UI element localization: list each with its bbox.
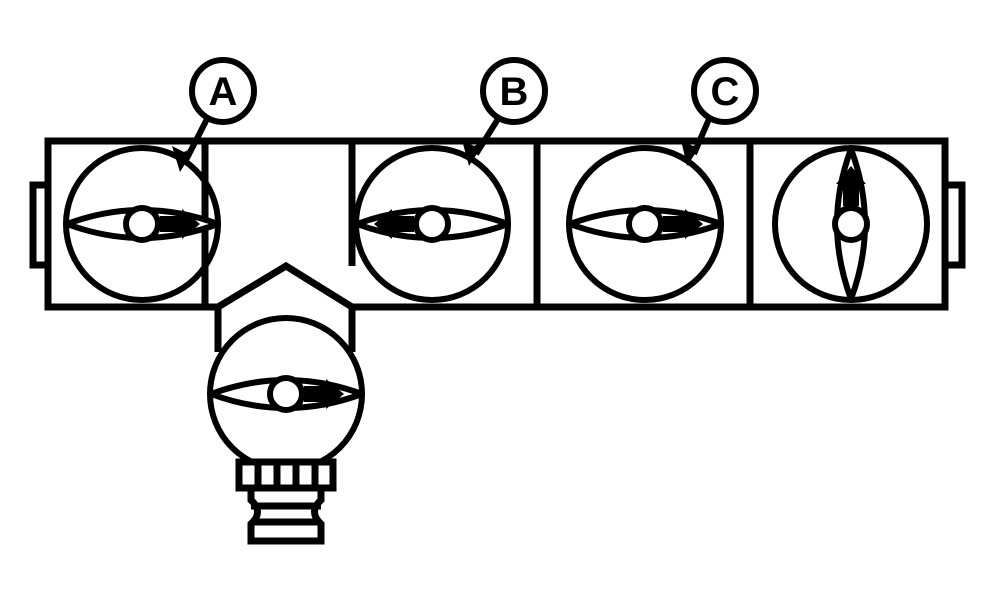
valve-d-hub <box>832 205 870 243</box>
fitting-waist-body <box>247 484 325 545</box>
callout-b-arrowhead-icon <box>462 140 486 166</box>
valve-c-flow-arrow-right-icon <box>663 209 703 239</box>
valve-branch-hub <box>267 375 305 413</box>
callout-c-arrowhead-icon <box>681 140 704 166</box>
callout-c-label: C <box>711 70 740 114</box>
valve-b-flow-arrow-left-icon <box>374 209 414 239</box>
valve-d-flow-arrow-up-icon <box>836 166 866 206</box>
callout-b-label: B <box>500 70 529 114</box>
valve-a-hub <box>123 205 161 243</box>
callout-b-bubble[interactable] <box>480 57 548 125</box>
callout-a-label: A <box>209 70 238 114</box>
callout-a[interactable]: A <box>172 57 257 172</box>
fitting-band <box>235 458 337 492</box>
callout-a-arrowhead-icon <box>172 146 196 172</box>
valve-a-flow-arrow-right-icon <box>160 209 200 239</box>
callout-c-bubble[interactable] <box>691 57 759 125</box>
bottom-fitting <box>235 458 337 545</box>
valve-d <box>772 145 930 303</box>
callout-b[interactable]: B <box>462 57 548 166</box>
valve-c-hub <box>626 205 664 243</box>
valve-b-hub <box>413 205 451 243</box>
callout-c[interactable]: C <box>681 57 759 166</box>
callout-a-bubble[interactable] <box>189 57 257 125</box>
valve-b <box>353 145 511 303</box>
valve-a <box>63 145 221 303</box>
valve-branch-flow-arrow-right-icon <box>304 379 344 409</box>
valve-c <box>566 145 724 303</box>
valve-branch <box>207 315 365 473</box>
